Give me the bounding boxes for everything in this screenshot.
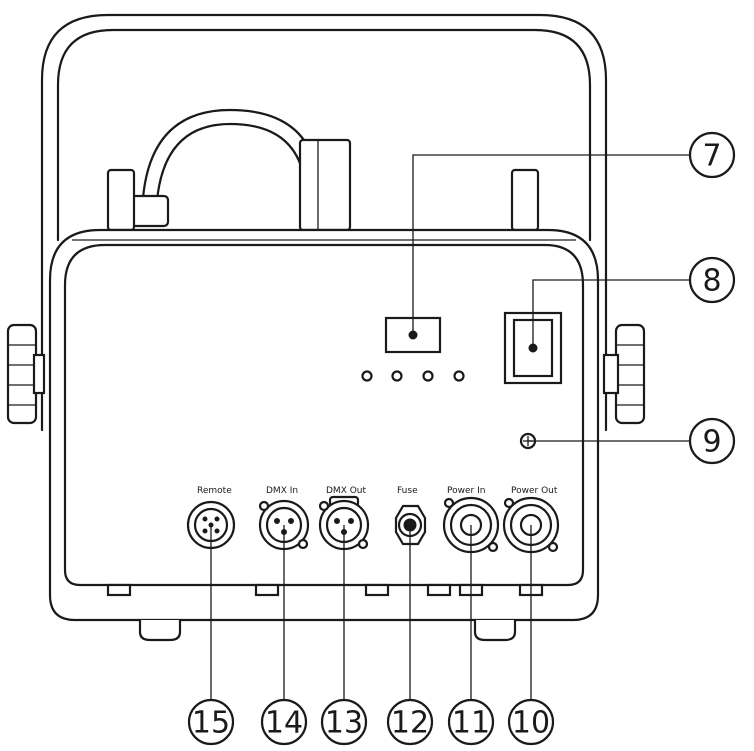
label-power-in: Power In <box>447 486 485 496</box>
callout-14: 14 <box>260 698 308 746</box>
callout-13-label: 13 <box>325 706 363 741</box>
label-power-out: Power Out <box>511 486 558 496</box>
callout-9-label: 9 <box>702 425 721 460</box>
callout-10: 10 <box>507 698 555 746</box>
leader-lines <box>210 154 690 700</box>
callout-8-label: 8 <box>702 264 721 299</box>
callout-7-label: 7 <box>702 139 721 174</box>
callout-12-label: 12 <box>391 706 429 741</box>
callout-7: 7 <box>688 131 736 179</box>
callout-15: 15 <box>187 698 235 746</box>
callout-14-label: 14 <box>265 706 303 741</box>
right-knob <box>602 323 646 425</box>
label-remote: Remote <box>197 486 232 496</box>
callout-11: 11 <box>447 698 495 746</box>
callout-10-label: 10 <box>512 706 550 741</box>
callout-12: 12 <box>386 698 434 746</box>
callout-9: 9 <box>688 417 736 465</box>
label-dmx-in: DMX In <box>266 486 298 496</box>
callout-8: 8 <box>688 256 736 304</box>
callout-13: 13 <box>320 698 368 746</box>
left-knob <box>6 323 46 425</box>
main-housing <box>48 228 600 622</box>
cable-loop <box>128 108 352 232</box>
top-posts <box>106 168 540 232</box>
callout-15-label: 15 <box>192 706 230 741</box>
callout-11-label: 11 <box>452 706 490 741</box>
yoke-frame <box>40 13 608 432</box>
label-dmx-out: DMX Out <box>326 486 367 496</box>
control-buttons <box>361 370 465 382</box>
label-fuse: Fuse <box>397 486 418 496</box>
port-labels: Remote DMX In DMX Out Fuse Power In Powe… <box>197 486 558 496</box>
